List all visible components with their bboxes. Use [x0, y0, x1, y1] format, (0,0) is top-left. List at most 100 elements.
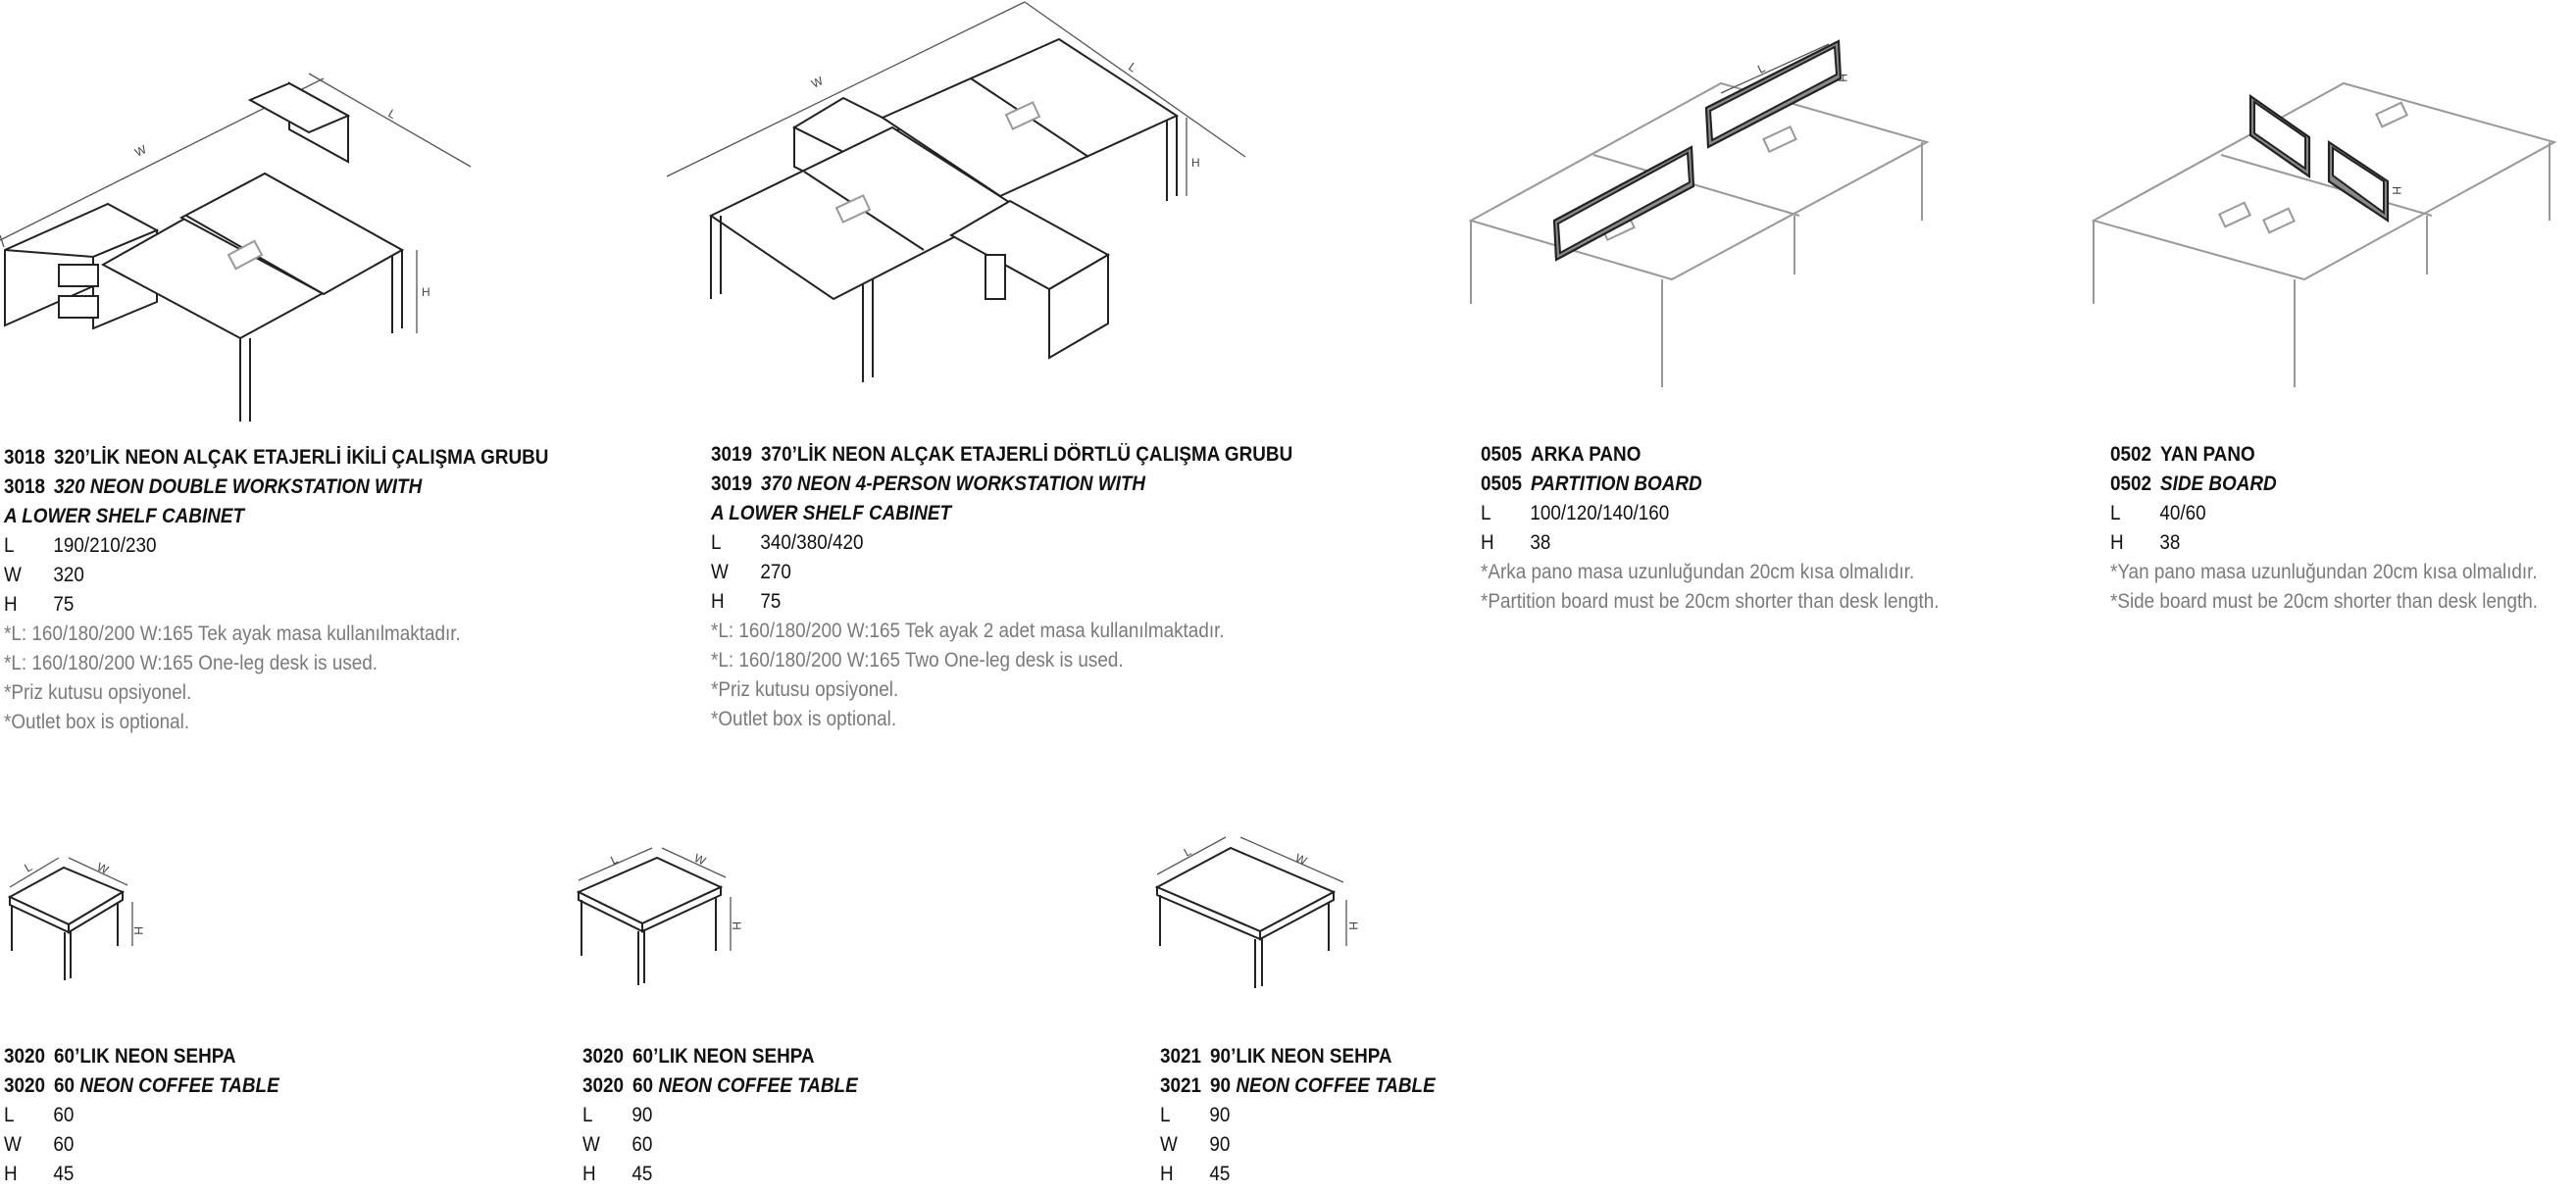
dim-label-h: H	[1346, 921, 1360, 930]
product-size-en: 90	[1210, 1074, 1232, 1097]
dimension-value: 90	[1209, 1104, 1231, 1126]
product-name-tr: 370’LİK NEON ALÇAK ETAJERLİ DÖRTLÜ ÇALIŞ…	[761, 443, 1293, 466]
dimension-value: 38	[1530, 531, 1551, 554]
note: *L: 160/180/200 W:165 Tek ayak masa kull…	[4, 622, 461, 645]
dim-label-l: L	[1126, 60, 1139, 75]
dim-label-w: W	[692, 851, 709, 869]
dimension-key: W	[4, 564, 22, 586]
dimension-key: H	[1160, 1163, 1174, 1185]
dimension-row: W 60	[582, 1130, 858, 1160]
note: *Priz kutusu opsiyonel.	[4, 681, 192, 704]
dimension-value: 75	[53, 593, 75, 616]
product-code: 3020	[4, 1045, 46, 1068]
dimension-value: 60	[631, 1133, 653, 1156]
dimension-value: 190/210/230	[53, 534, 157, 557]
dimension-key: L	[4, 534, 15, 557]
dimension-value: 90	[631, 1104, 653, 1126]
dimension-key: W	[4, 1133, 22, 1156]
dimension-value: 38	[2159, 531, 2181, 554]
dimension-value: 60	[53, 1133, 75, 1156]
product-code: 3019	[711, 473, 753, 495]
product-code: 0505	[1481, 443, 1523, 466]
note: *Side board must be 20cm shorter than de…	[2110, 590, 2539, 613]
product-code: 3021	[1160, 1074, 1202, 1097]
dim-label-w: W	[132, 142, 149, 160]
dimension-row: H 38	[1481, 528, 1940, 558]
product-name-en: 370 NEON 4-PERSON WORKSTATION WITH	[761, 473, 1146, 495]
product-name-en: NEON COFFEE TABLE	[658, 1074, 858, 1097]
dimension-value: 45	[631, 1163, 653, 1185]
note: *Yan pano masa uzunluğundan 20cm kısa ol…	[2110, 561, 2538, 583]
product-title-tr: 0505 ARKA PANO	[1481, 440, 1940, 470]
product-name-en: A LOWER SHELF CABINET	[4, 505, 244, 527]
dimension-key: L	[711, 531, 722, 554]
illustration-0502-side-board: H	[2084, 39, 2564, 402]
dimension-value: 340/380/420	[760, 531, 864, 554]
note: *Partition board must be 20cm shorter th…	[1481, 590, 1940, 613]
product-code: 3019	[711, 443, 753, 466]
note: *Arka pano masa uzunluğundan 20cm kısa o…	[1481, 561, 1915, 583]
dimension-value: 270	[760, 561, 791, 583]
product-title-tr: 3020 60’LIK NEON SEHPA	[4, 1042, 279, 1071]
dim-label-w: W	[809, 74, 826, 91]
dim-label-h: H	[422, 285, 430, 299]
dim-label-l: L	[1182, 844, 1194, 860]
dim-label-h: H	[1191, 156, 1200, 170]
dim-label-h: H	[2390, 186, 2403, 195]
dimension-row: W 60	[4, 1130, 279, 1160]
product-name-en: A LOWER SHELF CABINET	[711, 502, 951, 524]
product-code: 3018	[4, 475, 46, 498]
dim-label-l: L	[1755, 61, 1767, 76]
product-code: 3018	[4, 446, 46, 469]
note: *L: 160/180/200 W:165 One-leg desk is us…	[4, 652, 379, 674]
illustration-3020-coffee-table-60: L W H	[0, 848, 157, 995]
dimension-key: L	[582, 1104, 593, 1126]
product-name-tr: ARKA PANO	[1531, 443, 1642, 466]
note: *Priz kutusu opsiyonel.	[711, 678, 899, 701]
illustration-3021-coffee-table-90: L W H	[1147, 823, 1363, 990]
product-title-tr: 0502 YAN PANO	[2110, 440, 2538, 470]
dimension-row: H 45	[582, 1160, 858, 1189]
dimension-value: 90	[1209, 1133, 1231, 1156]
dimension-row: L 190/210/230	[4, 531, 548, 561]
product-code: 0502	[2110, 443, 2152, 466]
note: *Outlet box is optional.	[711, 708, 897, 730]
dimension-key: H	[1481, 531, 1494, 554]
dimension-key: H	[2110, 531, 2124, 554]
dimension-value: 40/60	[2159, 502, 2206, 524]
dimension-key: H	[4, 1163, 18, 1185]
product-code: 3020	[582, 1045, 625, 1068]
dimension-row: H 38	[2110, 528, 2538, 558]
product-name-tr: YAN PANO	[2160, 443, 2255, 466]
dimension-key: L	[1160, 1104, 1171, 1126]
dim-label-w: W	[95, 860, 112, 877]
product-name-tr: 60’LIK NEON SEHPA	[54, 1045, 236, 1068]
spec-block-3019: 3019 370’LİK NEON ALÇAK ETAJERLİ DÖRTLÜ Ç…	[711, 440, 1292, 734]
product-title-en-cont: A LOWER SHELF CABINET	[4, 502, 548, 531]
product-code: 3021	[1160, 1045, 1202, 1068]
product-name-en: SIDE BOARD	[2160, 473, 2277, 495]
dimension-key: H	[582, 1163, 596, 1185]
dimension-key: L	[2110, 502, 2121, 524]
dim-label-w: W	[1293, 851, 1310, 869]
dimension-row: L 40/60	[2110, 499, 2538, 528]
product-title-en: 3019 370 NEON 4-PERSON WORKSTATION WITH	[711, 470, 1292, 499]
dimension-key: W	[582, 1133, 600, 1156]
dimension-key: H	[4, 593, 18, 616]
dimension-row: L 90	[1160, 1101, 1436, 1130]
dimension-value: 45	[53, 1163, 75, 1185]
